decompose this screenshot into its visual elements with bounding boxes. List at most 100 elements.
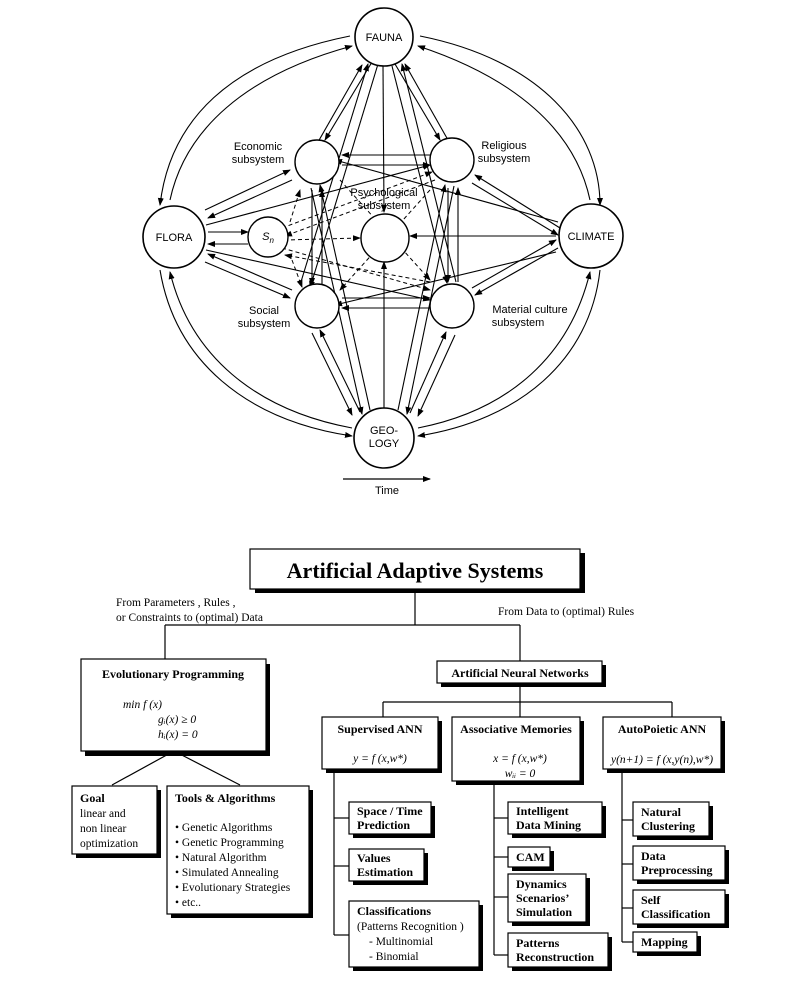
values-estimation-box bbox=[348, 848, 425, 882]
classifications-box bbox=[348, 900, 480, 968]
node-psychological bbox=[360, 213, 410, 263]
tools-item-5: • Evolutionary Strategies bbox=[175, 882, 291, 894]
mapping-box bbox=[632, 931, 698, 953]
self-classification-l2: Classification bbox=[641, 907, 711, 921]
arc-climate-fauna bbox=[417, 45, 591, 201]
autopoietic-formula: y(n+1) = f (x,y(n),w*) bbox=[610, 754, 713, 766]
mapping-label: Mapping bbox=[641, 935, 688, 949]
ann-box bbox=[436, 660, 603, 684]
evo-box bbox=[80, 658, 267, 752]
evo-title: Evolutionary Programming bbox=[102, 667, 244, 681]
tools-item-2: • Genetic Programming bbox=[175, 837, 284, 849]
arc-flora-fauna bbox=[169, 44, 353, 201]
dynamics-l2: Scenarios’ bbox=[516, 891, 569, 905]
aas-tree: Artificial Adaptive Systems From Paramet… bbox=[71, 548, 729, 971]
tools-title: Tools & Algorithms bbox=[175, 791, 276, 805]
node-fauna: FAUNA bbox=[354, 7, 414, 67]
natural-clustering-l1: Natural bbox=[641, 805, 682, 819]
arc-fauna-flora bbox=[157, 35, 351, 206]
self-classification-box bbox=[632, 889, 726, 925]
aas-title: Artificial Adaptive Systems bbox=[287, 558, 544, 583]
classifications-line-3: - Binomial bbox=[369, 951, 419, 963]
intelligent-data-mining-l2: Data Mining bbox=[516, 818, 581, 832]
patterns-l2: Reconstruction bbox=[516, 950, 594, 964]
assoc-box bbox=[451, 716, 581, 782]
node-geology-label-1: GEO- bbox=[370, 425, 398, 437]
time-label: Time bbox=[375, 485, 399, 497]
arc-fauna-climate bbox=[419, 35, 603, 206]
classifications-line-1: (Patterns Recognition ) bbox=[357, 921, 464, 933]
autopoietic-box bbox=[602, 716, 722, 770]
goal-title: Goal bbox=[80, 791, 105, 805]
natural-clustering-l2: Clustering bbox=[641, 819, 695, 833]
natural-clustering-box bbox=[632, 801, 710, 837]
intelligent-data-mining-box bbox=[507, 801, 603, 835]
goal-line-3: optimization bbox=[80, 838, 138, 850]
label-material-1: Material culture bbox=[492, 304, 567, 316]
self-classification-l1: Self bbox=[641, 893, 661, 907]
node-flora: FLORA bbox=[142, 205, 206, 269]
supervised-box bbox=[321, 716, 439, 770]
node-fauna-label: FAUNA bbox=[366, 32, 403, 44]
arc-geology-climate bbox=[417, 271, 592, 429]
space-time-prediction-box bbox=[348, 801, 432, 835]
label-religious-1: Religious bbox=[481, 140, 527, 152]
dynamics-scenarios-box bbox=[507, 873, 587, 923]
left-branch-label-2: or Constraints to (optimal) Data bbox=[116, 612, 263, 624]
assoc-formula-1: x = f (x,w*) bbox=[492, 753, 547, 765]
goal-box bbox=[71, 785, 158, 855]
classifications-line-2: - Multinomial bbox=[369, 936, 433, 948]
tools-item-6: • etc.. bbox=[175, 897, 201, 909]
ann-title: Artificial Neural Networks bbox=[451, 666, 589, 680]
patterns-reconstruction-box bbox=[507, 932, 609, 968]
right-branch-label: From Data to (optimal) Rules bbox=[498, 606, 635, 618]
evo-formula-3: hᵢ(x) = 0 bbox=[158, 729, 198, 741]
label-social-1: Social bbox=[249, 305, 279, 317]
autopoietic-title: AutoPoietic ANN bbox=[618, 722, 707, 736]
ecosystem-diagram: FAUNA FLORA CLIMATE GEO- LOGY Sn Economi… bbox=[142, 7, 624, 497]
dynamics-l1: Dynamics bbox=[516, 877, 567, 891]
tools-item-4: • Simulated Annealing bbox=[175, 867, 279, 879]
label-material-2: subsystem bbox=[492, 317, 545, 329]
space-time-prediction-l2: Prediction bbox=[357, 818, 410, 832]
goal-line-2: non linear bbox=[80, 823, 126, 835]
evo-formula-2: gᵢ(x) ≥ 0 bbox=[158, 714, 196, 726]
evo-formula-1: min f (x) bbox=[123, 699, 162, 711]
node-climate: CLIMATE bbox=[558, 203, 624, 269]
dynamics-l3: Simulation bbox=[516, 905, 572, 919]
cam-box bbox=[507, 846, 551, 868]
tools-item-3: • Natural Algorithm bbox=[175, 852, 267, 864]
space-time-prediction-l1: Space / Time bbox=[357, 804, 423, 818]
node-material bbox=[429, 283, 475, 329]
label-religious-2: subsystem bbox=[478, 153, 531, 165]
label-economic-2: subsystem bbox=[232, 154, 285, 166]
supervised-formula: y = f (x,w*) bbox=[352, 753, 407, 765]
node-flora-label: FLORA bbox=[156, 232, 193, 244]
assoc-formula-2: wᵢᵢ = 0 bbox=[505, 768, 536, 780]
arc-climate-geology bbox=[417, 269, 601, 438]
aas-title-box bbox=[249, 548, 581, 590]
patterns-l1: Patterns bbox=[516, 936, 560, 950]
label-psychological-1: Psychological bbox=[350, 187, 417, 199]
data-preprocessing-l2: Preprocessing bbox=[641, 863, 713, 877]
node-social bbox=[294, 283, 340, 329]
node-economic bbox=[294, 139, 340, 185]
node-sn-label: Sn bbox=[262, 231, 274, 245]
data-preprocessing-l1: Data bbox=[641, 849, 666, 863]
label-psychological-2: subsystem bbox=[358, 200, 411, 212]
assoc-title: Associative Memories bbox=[460, 722, 572, 736]
node-sn bbox=[247, 216, 289, 258]
arc-geology-flora bbox=[168, 271, 353, 429]
left-branch-label-1: From Parameters , Rules , bbox=[116, 597, 236, 609]
classifications-title: Classifications bbox=[357, 904, 431, 918]
values-estimation-l2: Estimation bbox=[357, 865, 413, 879]
arc-flora-geology bbox=[159, 269, 353, 438]
node-religious bbox=[429, 137, 475, 183]
node-climate-label: CLIMATE bbox=[568, 231, 615, 243]
tools-item-1: • Genetic Algorithms bbox=[175, 822, 273, 834]
goal-line-1: linear and bbox=[80, 808, 126, 820]
supervised-title: Supervised ANN bbox=[337, 722, 422, 736]
label-economic-1: Economic bbox=[234, 141, 283, 153]
tools-box bbox=[166, 785, 310, 915]
